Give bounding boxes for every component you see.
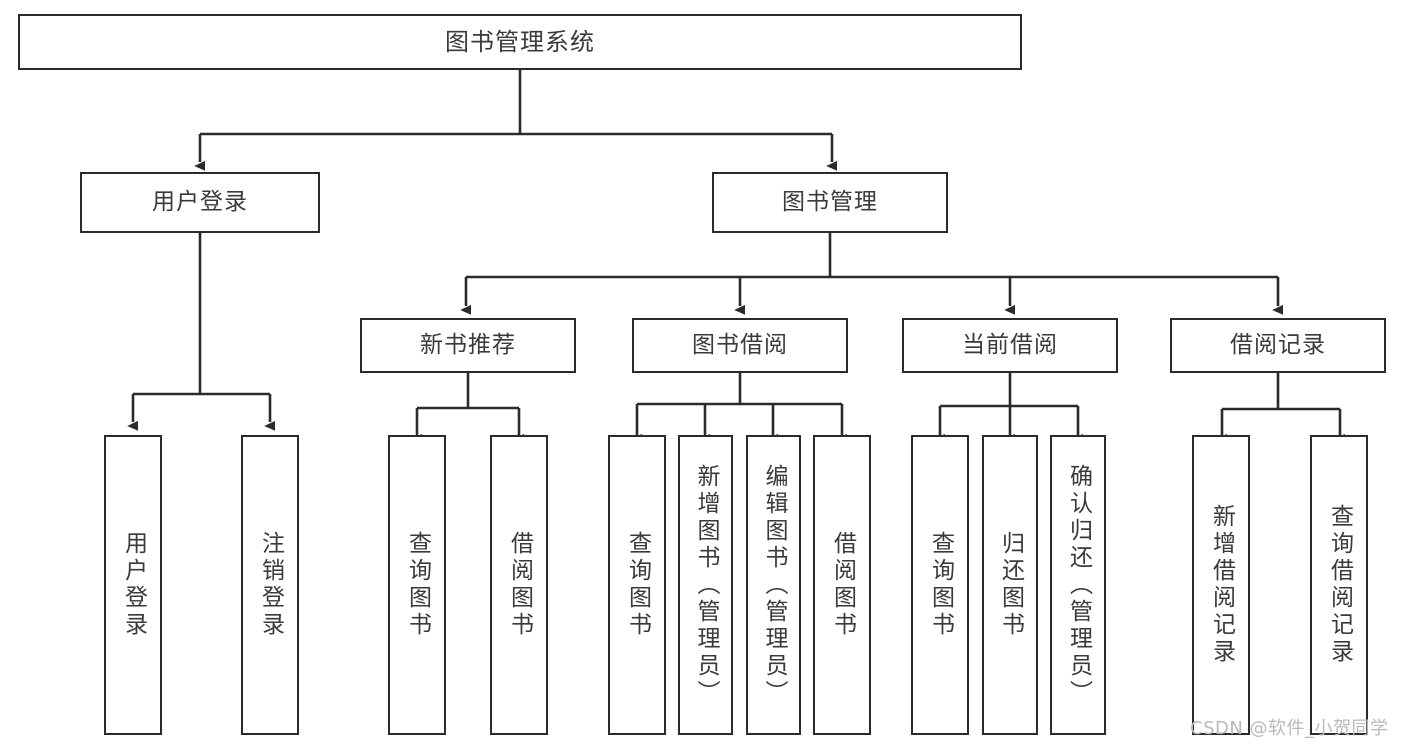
node-current-borrow[interactable]: 当前借阅	[902, 318, 1118, 373]
node-root[interactable]: 图书管理系统	[18, 14, 1022, 70]
leaf-edit-book-admin[interactable]: 编辑图书（管理员）	[746, 435, 801, 735]
leaf-query-book-recommend[interactable]: 查询图书	[388, 435, 446, 735]
node-user-login[interactable]: 用户登录	[80, 172, 320, 233]
leaf-add-book-admin[interactable]: 新增图书（管理员）	[678, 435, 733, 735]
leaf-query-book-borrow[interactable]: 查询图书	[608, 435, 666, 735]
leaf-user-login[interactable]: 用户登录	[104, 435, 162, 735]
leaf-borrow-book[interactable]: 借阅图书	[813, 435, 871, 735]
watermark-text: CSDN @软件_小贺同学	[1190, 718, 1389, 739]
leaf-confirm-return-admin[interactable]: 确认归还（管理员）	[1050, 435, 1106, 735]
node-book-management[interactable]: 图书管理	[712, 172, 948, 233]
node-new-book-recommend[interactable]: 新书推荐	[360, 318, 576, 373]
leaf-query-borrow-record[interactable]: 查询借阅记录	[1310, 435, 1368, 735]
node-borrow-records[interactable]: 借阅记录	[1170, 318, 1386, 373]
node-book-borrow[interactable]: 图书借阅	[632, 318, 848, 373]
leaf-logout[interactable]: 注销登录	[241, 435, 299, 735]
leaf-return-book[interactable]: 归还图书	[982, 435, 1038, 735]
leaf-query-book-current[interactable]: 查询图书	[911, 435, 969, 735]
leaf-borrow-book-recommend[interactable]: 借阅图书	[490, 435, 548, 735]
leaf-add-borrow-record[interactable]: 新增借阅记录	[1192, 435, 1250, 735]
